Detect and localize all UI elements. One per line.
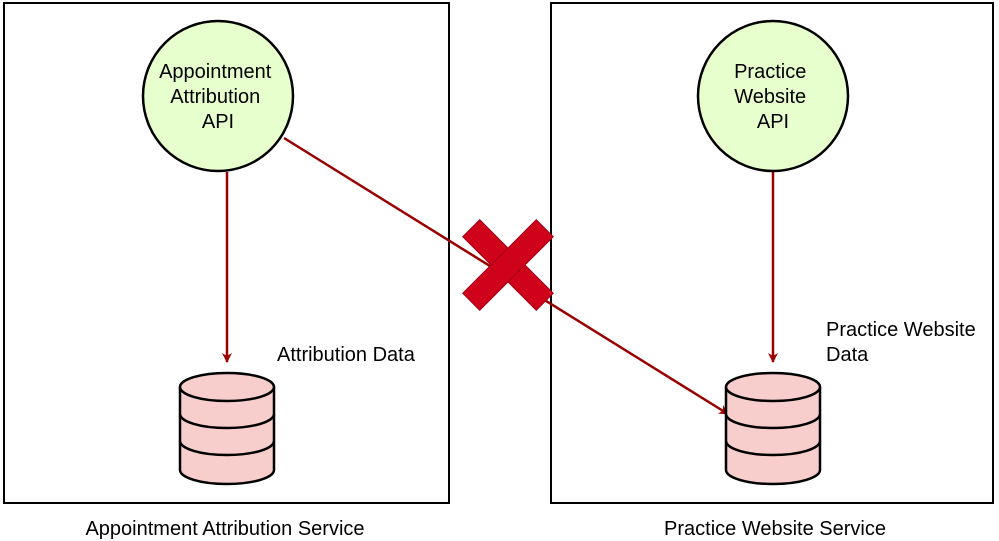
database-top bbox=[724, 371, 822, 403]
api-circle bbox=[141, 19, 295, 173]
database-ring-1 bbox=[724, 413, 822, 430]
api-label: Appointment Attribution API bbox=[159, 61, 277, 133]
api-label-line-1: Appointment bbox=[159, 61, 272, 83]
practice-website-data-label: Practice Website Data bbox=[826, 319, 981, 366]
api-label-line-2: Attribution bbox=[170, 86, 260, 108]
attribution-data-label: Attribution Data bbox=[277, 344, 416, 366]
datastore-label-line-1: Practice Website bbox=[826, 319, 976, 341]
database-body bbox=[724, 387, 822, 486]
service-boundary-appointment-attribution bbox=[3, 2, 450, 504]
red-x-icon bbox=[462, 219, 554, 311]
practice-website-service-caption: Practice Website Service bbox=[664, 518, 886, 540]
api-circle bbox=[696, 19, 850, 173]
database-ring-2 bbox=[178, 440, 276, 457]
api-label-line-1: Practice bbox=[734, 61, 806, 83]
api-label-line-3: API bbox=[757, 111, 789, 133]
appointment-attribution-service-caption: Appointment Attribution Service bbox=[85, 518, 364, 540]
database-top bbox=[178, 371, 276, 403]
service-boundary-practice-website bbox=[550, 2, 994, 504]
api-label-line-2: Website bbox=[734, 86, 806, 108]
database-body bbox=[178, 387, 276, 486]
database-ring-1 bbox=[178, 413, 276, 430]
api-label: Practice Website API bbox=[734, 61, 812, 133]
datastore-label-line-2: Data bbox=[826, 344, 869, 366]
practice-website-data-database-icon bbox=[724, 371, 822, 486]
datastore-label-line-1: Attribution Data bbox=[277, 344, 416, 366]
red-x-bar-2 bbox=[462, 219, 554, 311]
attribution-data-database-icon bbox=[178, 371, 276, 486]
database-ring-2 bbox=[724, 440, 822, 457]
appointment-attribution-api-node: Appointment Attribution API bbox=[141, 19, 295, 173]
practice-website-api-node: Practice Website API bbox=[696, 19, 850, 173]
api-label-line-3: API bbox=[202, 111, 234, 133]
